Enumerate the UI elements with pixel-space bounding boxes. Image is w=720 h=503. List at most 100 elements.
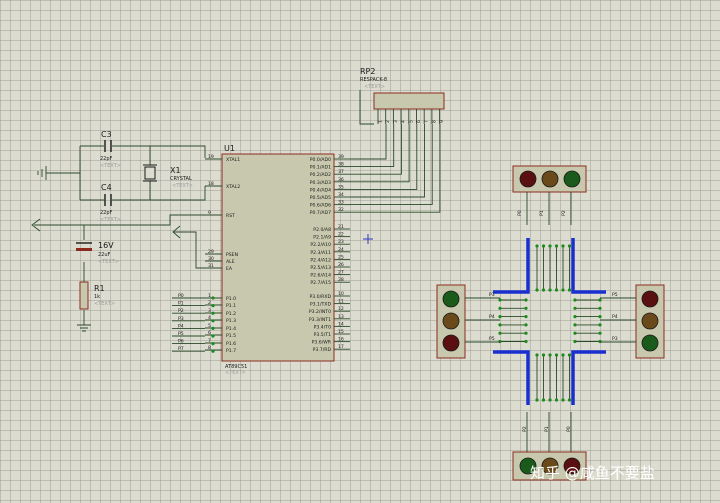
east-light-wires [600,297,636,343]
crystal-circuit[interactable]: C3 22pF <TEXT> C4 22pF <TEXT> X1 CRYSTAL… [37,130,206,223]
watermark: 知乎 @咸鱼不要盐 [530,464,655,482]
watermark-text: 知乎 @咸鱼不要盐 [530,464,655,482]
junction-dot [524,306,528,310]
mcu-left-pin-number: 4 [208,315,211,321]
north-yellow-light-icon [541,170,559,188]
junction-dot [573,306,577,310]
mcu-left-pins: 19XTAL118XTAL29RST29PSEN30ALE31EA1P1.02P… [205,154,240,354]
east-yellow-light-icon [641,312,659,330]
junction-dot [548,288,552,292]
mcu-left-pin-name: PSEN [226,252,238,258]
junction-dot [498,306,502,310]
mcu-right-pin-number: 25 [338,254,344,260]
mcu-right-pin-number: 21 [338,224,344,230]
junction-dot [535,398,539,402]
mcu-right-pin-name: P2.2/A10 [310,242,331,248]
west-green-light-icon [442,290,460,308]
junction-dot [561,398,565,402]
mcu-left-pin-number: 3 [208,308,211,314]
mcu-right-pin-name: P0.5/AD5 [310,195,331,201]
p0-bus-wire [350,124,387,160]
rp2-pin-number: 6 [416,120,422,123]
mcu-left-pin-name: P1.2 [226,311,236,317]
mcu-left-pin-number: 1 [208,293,211,299]
reset-cap-plate-b [76,248,92,251]
mcu-left-pin-number: 8 [208,345,211,351]
mcu-left-pin-name: ALE [226,259,235,265]
junction-dot [573,323,577,327]
mcu-right-pin-number: 39 [338,154,344,160]
junction-dot [541,353,546,357]
junction-dot [524,323,528,327]
p1-net-label: P7 [178,346,184,352]
reset-cap-text-placeholder: <TEXT> [98,259,119,265]
mcu-right-pin-name: P3.5/T1 [314,332,331,338]
junction-dot [561,244,565,248]
road-border-east [571,238,606,405]
c4-text-placeholder: <TEXT> [100,217,121,223]
north-red-light-icon [519,170,537,188]
junction-dot [573,315,577,319]
crystal-symbol [144,166,156,180]
west-yellow-light-icon [442,312,460,330]
p1-net-label: P1 [178,301,184,307]
mcu-right-pin-number: 16 [338,337,344,343]
west-light-wires [465,297,500,343]
p0-bus-wire [350,124,418,190]
junction-dot [554,353,559,357]
rp2-pin-number: 7 [424,120,430,123]
p1-junction-dot [211,342,215,346]
mcu-right-pin-name: P3.0/RXD [310,294,332,300]
p1-junction-dot [211,296,215,300]
p1-junction-dot [211,304,215,308]
junction-dot [567,288,572,292]
rp2-value-label: RESPACK-8 [360,77,387,83]
mcu-right-pin-name: P0.3/AD3 [310,180,331,186]
p1-junction-dot [211,326,215,330]
mcu-right-pin-number: 38 [338,162,344,168]
mcu-right-pin-number: 22 [338,232,344,238]
reset-cap-voltage-label: 16V [98,241,114,250]
mcu-left-pin-name: P1.7 [226,348,236,354]
junction-dot [598,339,602,344]
traffic-light-north[interactable]: P0 P1 P2 [512,165,587,225]
p1-junction-dot [211,319,215,323]
c3-ref-label: C3 [101,130,112,139]
mcu-left-pin-number: 31 [208,263,214,269]
junction-dot [541,398,546,402]
north-light-wires [526,192,572,225]
mcu-u1[interactable]: U1 AT89C51 <TEXT> 19XTAL118XTAL29RST29PS… [205,144,350,376]
mcu-right-pin-name: P3.1/TXD [310,302,332,308]
junction-dot [498,339,502,344]
p1-net-label: P6 [178,339,184,345]
traffic-intersection[interactable]: P0 P1 P2 P3 P4 P5 P5 P4 P3 [436,165,665,481]
junction-dot [598,331,602,335]
mcu-right-pin-name: P2.5/A13 [310,265,331,271]
mcu-right-pin-number: 35 [338,184,344,190]
mcu-right-pin-name: P0.7/AD7 [310,210,331,216]
mcu-right-pin-name: P3.2/INT0 [309,309,331,315]
rp2-pin-number: 3 [393,120,399,123]
traffic-light-east[interactable]: P5 P4 P3 [600,284,665,359]
junction-dot [561,288,565,292]
south-label-1: P1 [544,426,550,432]
mcu-right-pin-name: P3.4/T0 [314,324,331,330]
mcu-right-pins: 39P0.0/AD038P0.1/AD137P0.2/AD236P0.3/AD3… [309,154,350,353]
junction-dot [567,398,572,402]
traffic-light-west[interactable]: P3 P4 P5 [436,284,500,359]
west-label-1: P4 [489,314,495,320]
rp2-ref-label: RP2 [360,67,375,76]
p0-bus-wire [350,124,425,198]
p1-junction-dot [211,334,215,338]
reset-circuit[interactable]: 16V 22uF <TEXT> R1 1k <TEXT> [31,214,205,332]
junction-dot [598,306,602,310]
mcu-left-pin-number: 19 [208,154,214,160]
p1-net-label: P3 [178,316,184,322]
x1-ref-label: X1 [170,166,181,175]
mcu-right-pin-name: P2.4/A12 [310,257,331,263]
traffic-light-south[interactable]: P2 P1 P0 [512,412,587,481]
junction-dot [524,315,528,319]
